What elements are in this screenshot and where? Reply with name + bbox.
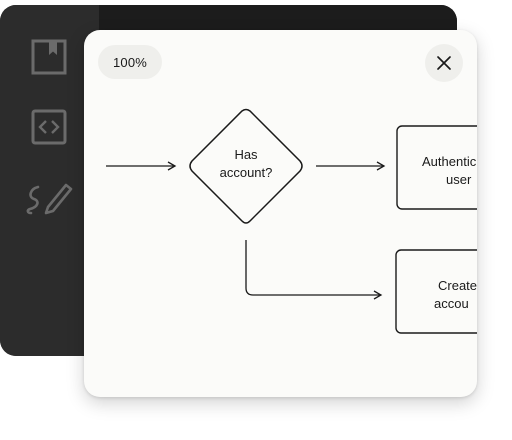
create-label-line-1: Create [438,278,477,293]
bookmark-icon[interactable] [30,38,68,76]
create-label: Create accou [434,277,477,313]
zoom-level-label: 100% [113,54,148,70]
decision-diamond [189,108,303,224]
sidebar-rail [0,5,99,356]
authenticate-label-line-1: Authentic [422,154,477,169]
code-icon[interactable] [30,108,68,146]
decision-label-line-2: account? [219,165,273,180]
flowchart-canvas [106,108,477,334]
process-box-authenticate [396,125,477,210]
close-button[interactable] [425,44,463,82]
authenticate-label: Authentic user [422,153,477,189]
no-arrow [245,240,383,300]
decision-label: Has account? [206,146,286,182]
decision-label-line-1: Has [234,147,258,162]
process-box-create [395,249,477,334]
diagram-preview-card: Has account? Authentic user Create accou… [84,30,477,397]
authenticate-label-line-2: user [446,172,472,187]
zoom-level-button[interactable]: 100% [98,45,163,79]
create-label-line-2: accou [434,296,469,311]
close-icon [437,56,451,70]
draw-icon[interactable] [24,177,74,215]
